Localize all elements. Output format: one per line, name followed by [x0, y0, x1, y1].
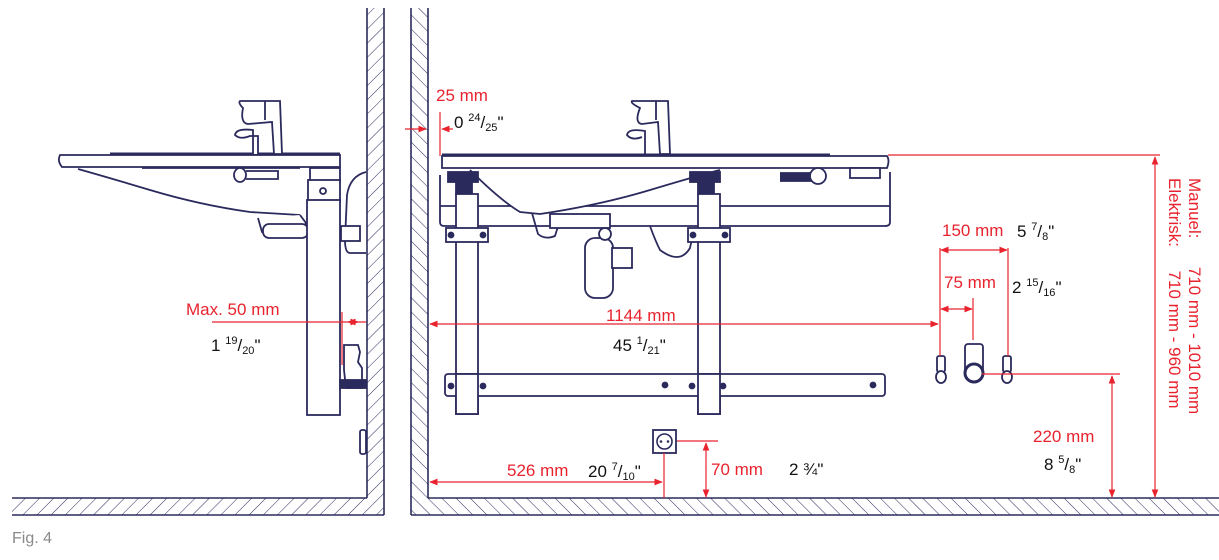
- side-floor: [12, 497, 384, 516]
- socket-offset-inch-label: 20 7/10": [588, 461, 641, 483]
- water-connections: [935, 343, 1013, 384]
- socket-height-mm-label: 70 mm: [711, 460, 763, 479]
- inner-connection-inch-label: 2 15/16": [1012, 277, 1062, 299]
- wall-offset-mm-label: 25 mm: [436, 86, 488, 105]
- front-dimensions: [405, 112, 1160, 498]
- socket-height-inch-label: 2 ¾": [789, 460, 824, 479]
- width-inch-label: 45 1/21": [613, 335, 666, 357]
- inner-connection-mm-label: 75 mm: [944, 273, 996, 292]
- front-floor: [411, 497, 1219, 516]
- front-basin: [439, 100, 891, 415]
- socket-offset-mm-label: 526 mm: [507, 461, 569, 480]
- connection-height-inch-label: 8 5/8": [1044, 454, 1082, 476]
- side-gap-mm-label: Max. 50 mm: [186, 300, 280, 319]
- outer-connection-mm-label: 150 mm: [942, 221, 1004, 240]
- side-wall: [366, 8, 385, 515]
- power-socket: [652, 429, 677, 454]
- side-basin: [57, 100, 367, 455]
- wall-offset-inch-label: 0 24/25": [454, 112, 504, 134]
- side-gap-inch-label: 1 19/20": [211, 335, 261, 357]
- outer-connection-inch-label: 5 7/8": [1017, 221, 1055, 243]
- side-gap-dimension: [212, 312, 366, 365]
- front-view: [405, 8, 1219, 516]
- figure-caption: Fig. 4: [12, 530, 53, 547]
- width-mm-label: 1144 mm: [606, 306, 676, 325]
- connection-height-mm-label: 220 mm: [1033, 427, 1095, 446]
- side-view: [12, 8, 385, 516]
- height-range-label: Manuel: 710 mm - 1010 mm Elektrisk: 710 …: [1165, 178, 1204, 415]
- front-wall: [410, 8, 429, 515]
